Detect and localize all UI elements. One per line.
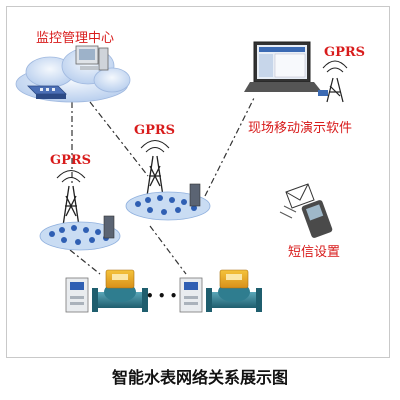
meters-ellipsis: • • • xyxy=(146,289,177,303)
water-meter-icon-2 xyxy=(206,269,262,312)
mid-antenna-tower-icon xyxy=(140,140,170,197)
mid-station-cabinet xyxy=(189,183,201,207)
laptop-icon xyxy=(244,41,328,96)
router-icon xyxy=(27,85,67,99)
field-software-label: 现场移动演示软件 xyxy=(248,120,352,136)
left-station-cabinet xyxy=(103,215,115,239)
meter-group-right xyxy=(179,269,262,313)
link-mid-station-laptop xyxy=(204,95,256,197)
gprs-left-label: GPRS xyxy=(50,153,91,168)
left-antenna-tower-icon xyxy=(56,170,86,227)
sms-phone-icon xyxy=(279,183,333,238)
antenna-tower-icon xyxy=(322,60,348,103)
monitor-center-cloud xyxy=(15,45,131,103)
diagram-caption: 智能水表网络关系展示图 xyxy=(111,368,288,387)
meter-group-left xyxy=(65,269,148,313)
water-meter-icon xyxy=(92,269,148,312)
sms-setting-label: 短信设置 xyxy=(288,245,340,260)
connection-lines xyxy=(69,95,256,275)
gprs-top-label: GPRS xyxy=(324,45,365,60)
mid-network-cloud xyxy=(125,183,211,221)
cloud-icon xyxy=(15,47,131,103)
mid-network-nodes xyxy=(135,195,197,215)
monitor-center-label: 监控管理中心 xyxy=(36,31,114,46)
link-mid-station-meters xyxy=(149,225,187,275)
controller-box-icon xyxy=(65,277,89,313)
controller-box-icon-2 xyxy=(179,277,203,313)
link-left-station-meters xyxy=(69,249,101,275)
gprs-mid-label: GPRS xyxy=(134,123,175,138)
computer-icon xyxy=(75,45,109,71)
left-network-cloud xyxy=(39,215,121,251)
link-center-mid-station xyxy=(89,101,149,177)
